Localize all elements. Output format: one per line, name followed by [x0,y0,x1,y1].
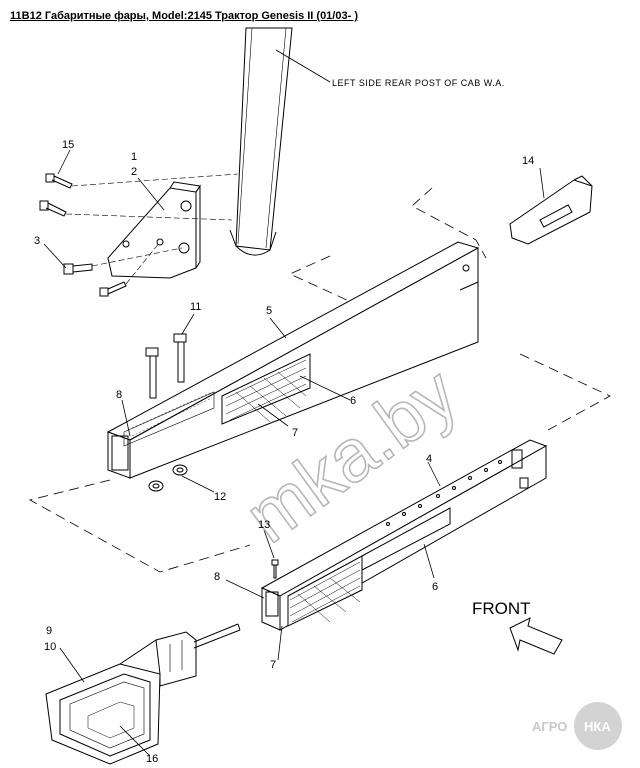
upper-rail [106,241,480,479]
callout-6-upper: 6 [350,395,356,407]
callout-4: 4 [426,453,432,465]
mounting-bracket [107,181,201,279]
assembly-lines [28,187,611,573]
wire-harness [193,623,241,649]
marker-lamp [45,631,197,765]
cab-rear-post [229,27,293,256]
logo-text-left: АГРО [532,719,567,734]
lower-rail [260,439,548,631]
agronka-logo: АГРО НКА [532,702,622,750]
callout-15: 15 [62,139,74,151]
front-arrow [509,617,563,655]
note-leader [275,49,331,83]
leader-lines [43,149,545,757]
end-cap [509,175,593,245]
callout-1: 1 [131,151,137,163]
logo-text-right: НКА [584,719,611,734]
callout-8-upper: 8 [116,389,122,401]
callout-7-lower: 7 [270,659,276,671]
front-label: FRONT [472,599,531,618]
callout-2: 2 [131,166,137,178]
callout-16: 16 [146,753,158,765]
cab-post-note: LEFT SIDE REAR POST OF CAB W.A. [332,78,505,88]
callout-5: 5 [266,305,272,317]
callout-13: 13 [258,519,270,531]
callout-6-lower: 6 [432,581,438,593]
callout-8-lower: 8 [214,571,220,583]
page-title: 11B12 Габаритные фары, Model:2145 Тракто… [10,10,358,22]
callout-7-upper: 7 [292,427,298,439]
bolts [39,173,239,297]
long-bolts [145,333,187,399]
nuts [148,464,188,492]
callout-10: 10 [44,641,56,653]
callout-numbers: 1 2 15 3 14 11 5 8 6 7 12 4 13 8 6 7 9 1… [34,139,534,765]
screw [271,559,279,579]
callout-3: 3 [34,235,40,247]
callout-14: 14 [522,155,534,167]
callout-9: 9 [46,625,52,637]
callout-12: 12 [214,491,226,503]
callout-11: 11 [190,301,201,313]
